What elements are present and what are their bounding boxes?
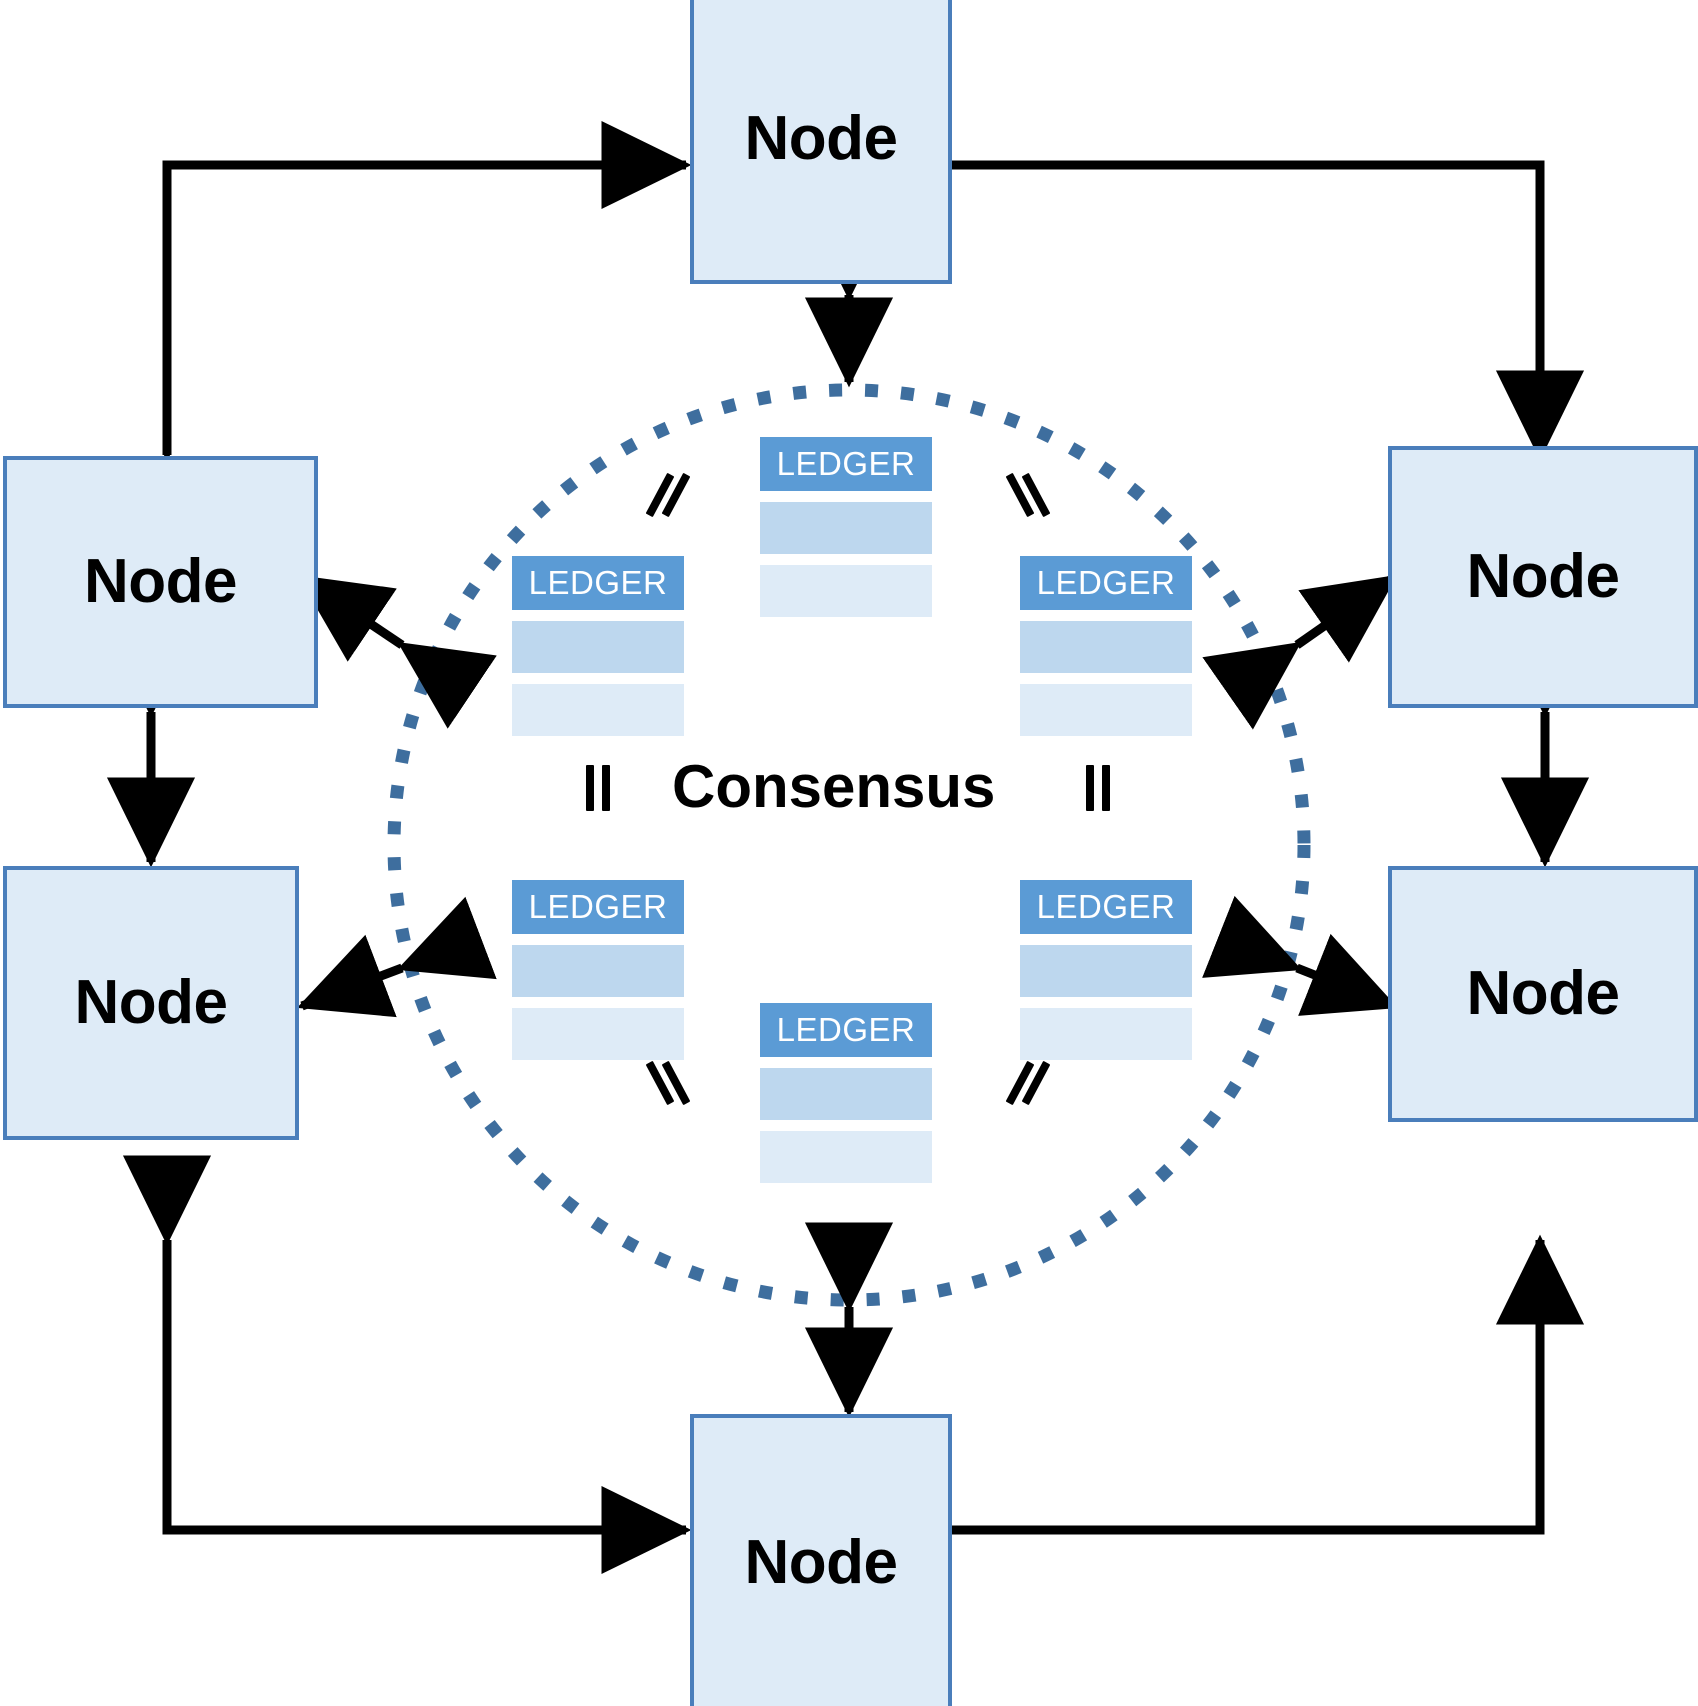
ledger-header: LEDGER bbox=[1020, 556, 1192, 610]
ledger-row-1 bbox=[1020, 945, 1192, 997]
ledger-row-2 bbox=[1020, 1008, 1192, 1060]
equality-mark-bottom-right bbox=[1005, 1060, 1051, 1106]
ledger-row-1 bbox=[512, 945, 684, 997]
equality-bar bbox=[602, 765, 610, 811]
ledger-row-2 bbox=[760, 565, 932, 617]
ledger-header: LEDGER bbox=[512, 556, 684, 610]
node-label: Node bbox=[84, 547, 238, 616]
ledger-row-1 bbox=[760, 1068, 932, 1120]
node-right-lower[interactable]: Node bbox=[1388, 866, 1698, 1122]
equality-bar bbox=[1086, 765, 1094, 811]
connector-bottomleft bbox=[122, 1155, 692, 1575]
node-top[interactable]: Node bbox=[690, 0, 952, 284]
node-label: Node bbox=[744, 104, 899, 173]
ledger-left-lower[interactable]: LEDGER bbox=[512, 880, 684, 1060]
equality-bar bbox=[1102, 765, 1110, 811]
ledger-header: LEDGER bbox=[512, 880, 684, 934]
consensus-circle bbox=[387, 383, 1311, 1307]
ledger-header: LEDGER bbox=[760, 1003, 932, 1057]
ledger-row-2 bbox=[512, 684, 684, 736]
node-bottom[interactable]: Node bbox=[690, 1414, 952, 1706]
ledger-row-1 bbox=[1020, 621, 1192, 673]
node-label: Node bbox=[1466, 959, 1621, 1028]
equality-mark-top-right bbox=[1005, 472, 1051, 518]
ledger-header: LEDGER bbox=[760, 437, 932, 491]
ledger-row-2 bbox=[512, 1008, 684, 1060]
connector-bottomright bbox=[866, 1234, 1585, 1575]
spoke-left-upper bbox=[297, 574, 497, 729]
node-label: Node bbox=[74, 968, 229, 1037]
node-right-upper[interactable]: Node bbox=[1388, 446, 1698, 708]
spoke-right-lower bbox=[1202, 895, 1399, 1016]
ledger-top[interactable]: LEDGER bbox=[760, 437, 932, 617]
equality-mark-mid-left bbox=[580, 765, 620, 811]
equality-mark-mid-right bbox=[1080, 765, 1120, 811]
spoke-left-lower bbox=[296, 896, 497, 1018]
ledger-bottom[interactable]: LEDGER bbox=[760, 1003, 932, 1183]
consensus-label: Consensus bbox=[672, 753, 996, 820]
node-label: Node bbox=[744, 1528, 899, 1597]
ledger-left-upper[interactable]: LEDGER bbox=[512, 556, 684, 736]
equality-mark-bottom-left bbox=[645, 1060, 691, 1106]
spoke-right-upper bbox=[1202, 574, 1398, 730]
ledger-row-1 bbox=[760, 502, 932, 554]
node-left-lower[interactable]: Node bbox=[3, 866, 299, 1140]
node-label: Node bbox=[1466, 542, 1621, 611]
ledger-right-lower[interactable]: LEDGER bbox=[1020, 880, 1192, 1060]
ledger-header: LEDGER bbox=[1020, 880, 1192, 934]
connector-topright bbox=[866, 120, 1585, 461]
ledger-row-2 bbox=[1020, 684, 1192, 736]
ledger-right-upper[interactable]: LEDGER bbox=[1020, 556, 1192, 736]
connector-topleft bbox=[122, 120, 692, 540]
equality-mark-top-left bbox=[645, 472, 691, 518]
equality-bar bbox=[586, 765, 594, 811]
ledger-row-1 bbox=[512, 621, 684, 673]
ledger-row-2 bbox=[760, 1131, 932, 1183]
node-left-upper[interactable]: Node bbox=[3, 456, 318, 708]
